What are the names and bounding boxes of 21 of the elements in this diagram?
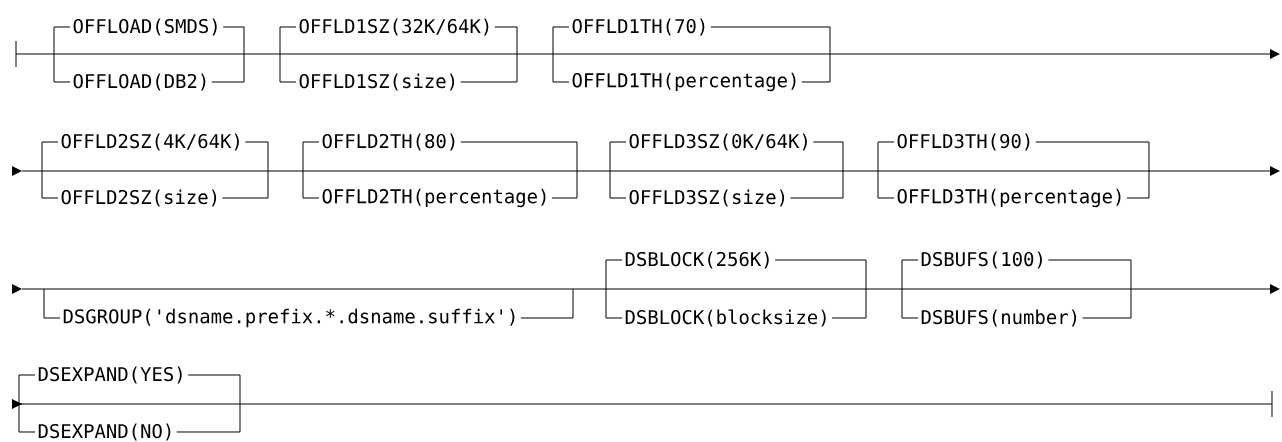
option-keyword: OFFLD1SZ(32K/64K) — [299, 18, 489, 36]
option-keyword: OFFLD3TH(percentage) — [897, 188, 1121, 208]
option-keyword: OFFLD2SZ(size) — [61, 189, 217, 207]
option-keyword: OFFLD3SZ(size) — [629, 189, 785, 207]
option-keyword: OFFLD3SZ(0K/64K) — [629, 133, 807, 151]
option-keyword: DSBUFS(number) — [921, 309, 1077, 327]
option-keyword: OFFLD2TH(80) — [322, 133, 455, 151]
option-keyword: DSEXPAND(YES) — [38, 366, 182, 384]
option-keyword: OFFLOAD(SMDS) — [73, 18, 217, 36]
option-keyword: DSEXPAND(NO) — [38, 423, 171, 441]
option-keyword: DSBUFS(100) — [921, 251, 1042, 269]
option-keyword: OFFLD1TH(70) — [572, 18, 705, 36]
option-keyword: DSBLOCK(blocksize) — [625, 309, 826, 327]
option-keyword: OFFLD2SZ(4K/64K) — [61, 133, 239, 151]
option-keyword: DSGROUP('dsname.prefix.*.dsname.suffix') — [63, 308, 515, 328]
option-keyword: OFFLD3TH(90) — [897, 133, 1030, 151]
option-keyword: OFFLD1SZ(size) — [299, 73, 455, 91]
option-keyword: OFFLD1TH(percentage) — [572, 72, 796, 92]
option-keyword: OFFLD2TH(percentage) — [322, 188, 546, 208]
option-keyword: DSBLOCK(256K) — [625, 251, 769, 269]
option-keyword: OFFLOAD(DB2) — [73, 73, 206, 91]
